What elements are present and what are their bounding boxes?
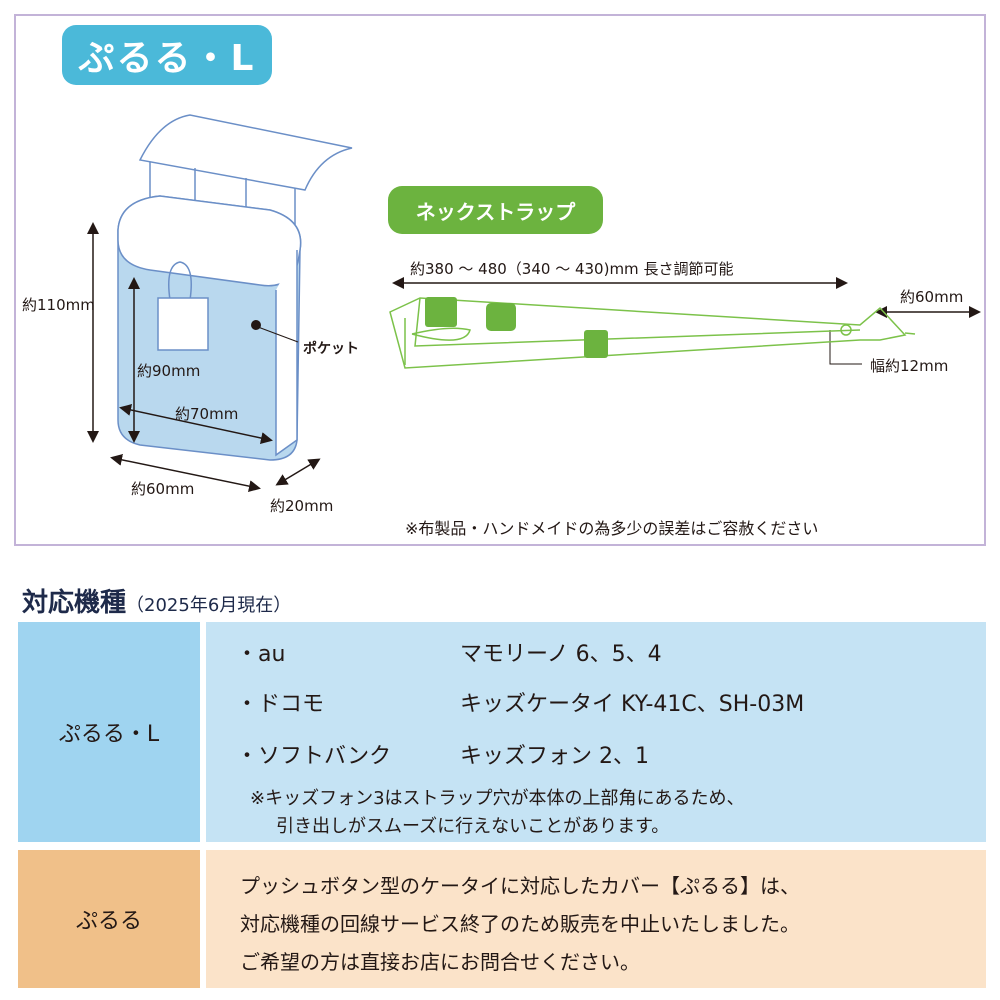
neck-strap-illustration	[389, 297, 916, 369]
compat-heading: 対応機種（2025年6月現在）	[22, 582, 291, 619]
diagram-frame	[14, 14, 986, 546]
notice-line-3: ご希望の方は直接お店にお問合せください。	[240, 950, 640, 974]
kidsphone3-note-1: ※キッズフォン3はストラップ穴が本体の上部角にあるため、	[250, 788, 745, 809]
height-label: 約110mm	[22, 296, 95, 314]
carrier-softbank: ・ソフトバンク	[236, 744, 392, 769]
strap-badge: ネックストラップ	[388, 186, 603, 234]
inner-height-label: 約90mm	[137, 362, 201, 380]
notice-line-2: 対応機種の回線サービス終了のため販売を中止いたしました。	[240, 912, 800, 936]
product-badge: ぷるる・L	[62, 25, 272, 85]
models-au: マモリーノ 6、5、4	[460, 642, 662, 667]
strap-length-label: 約380 〜 480（340 〜 430)mm 長さ調節可能	[410, 260, 734, 278]
strap-width-label: 幅約12mm	[870, 357, 949, 375]
row-purupuru-name: ぷるる	[18, 850, 200, 988]
notice-line-1: プッシュボタン型のケータイに対応したカバー【ぷるる】は、	[240, 874, 800, 898]
carrier-au: ・au	[236, 642, 286, 667]
compat-title: 対応機種	[22, 588, 127, 618]
models-docomo: キッズケータイ KY-41C、SH-03M	[460, 692, 805, 717]
handmade-note: ※布製品・ハンドメイドの為多少の誤差はご容赦ください	[405, 519, 819, 538]
depth-label: 約20mm	[270, 497, 334, 515]
compat-date: （2025年6月現在）	[126, 595, 292, 616]
carrier-docomo: ・ドコモ	[236, 692, 325, 717]
width-label: 約60mm	[131, 480, 195, 498]
row-purupuru-l-models: ・au マモリーノ 6、5、4 ・ドコモ キッズケータイ KY-41C、SH-0…	[206, 622, 986, 842]
pocket-label: ポケット	[303, 341, 359, 357]
kidsphone3-note-2: 引き出しがスムーズに行えないことがあります。	[276, 816, 670, 837]
inner-width-label: 約70mm	[175, 405, 239, 423]
row-purupuru-l-name: ぷるる・L	[18, 622, 200, 842]
models-softbank: キッズフォン 2、1	[460, 744, 649, 769]
strap-end-label: 約60mm	[900, 288, 964, 306]
row-purupuru-notice: プッシュボタン型のケータイに対応したカバー【ぷるる】は、 対応機種の回線サービス…	[206, 850, 986, 988]
pouch-illustration	[87, 114, 981, 493]
